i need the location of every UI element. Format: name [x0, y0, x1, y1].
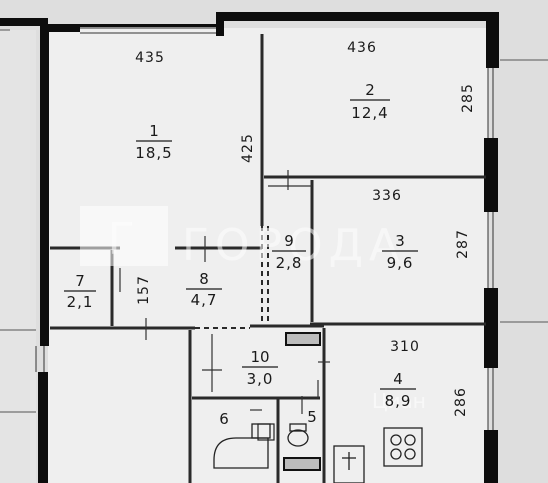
room-4-area: 8,9: [385, 392, 412, 410]
windows: [35, 27, 494, 430]
shaft-bottom: [283, 457, 321, 471]
watermark-text: ГОРОДА: [182, 220, 405, 271]
dim-room1-height: 425: [240, 133, 256, 163]
kitchen-sink-icon: [333, 445, 365, 483]
door-marks: [119, 170, 330, 414]
dim-room2-height: 285: [460, 83, 476, 113]
dimension-labels: 435 436 336 310 425 285 287 286 157: [135, 40, 476, 417]
room-10-number: 10: [250, 348, 269, 366]
dim-room4-width: 310: [390, 339, 420, 355]
stove-icon: [383, 427, 423, 467]
room-3-number: 3: [395, 232, 405, 250]
neighbor-floor: [0, 30, 36, 483]
room-6-number: 6: [219, 410, 229, 428]
toilet-icon: [287, 423, 309, 447]
dim-room3-height: 287: [455, 229, 471, 259]
room-7-area: 2,1: [67, 293, 94, 311]
room-2-number: 2: [365, 81, 375, 99]
dim-room1-width: 435: [135, 50, 165, 66]
watermark-logo-letter: Г: [108, 214, 141, 265]
ventilation-shaft: [285, 332, 321, 346]
room-labels: 1 18,5 2 12,4 3 9,6 4 8,9 5 6 7 2,1 8 4,…: [67, 81, 414, 428]
watermark-logo-box: [80, 206, 168, 266]
room-7-number: 7: [75, 272, 85, 290]
room-2-area: 12,4: [351, 104, 388, 122]
outer-walls: [0, 12, 499, 483]
room-1-area: 18,5: [135, 144, 172, 162]
room-4-number: 4: [393, 370, 403, 388]
dim-room4-height: 286: [453, 387, 469, 417]
watermark: Г ГОРОДА Циан: [80, 206, 426, 413]
room-8-area: 4,7: [191, 291, 218, 309]
dim-room2-width: 436: [347, 40, 377, 56]
neighbor-lines: [0, 29, 548, 413]
dim-room7-height: 157: [136, 275, 152, 305]
label-dividers: [64, 99, 418, 390]
room-9-area: 2,8: [276, 254, 303, 272]
watermark-source: Циан: [372, 389, 426, 413]
room-1-number: 1: [149, 122, 159, 140]
room-10-area: 3,0: [247, 370, 274, 388]
dim-room3-width: 336: [372, 188, 402, 204]
openings: [195, 226, 269, 329]
room-9-number: 9: [284, 232, 294, 250]
sink-icon: [257, 423, 275, 441]
room-5-number: 5: [307, 408, 317, 426]
room-8-number: 8: [199, 270, 209, 288]
room-3-area: 9,6: [387, 254, 414, 272]
